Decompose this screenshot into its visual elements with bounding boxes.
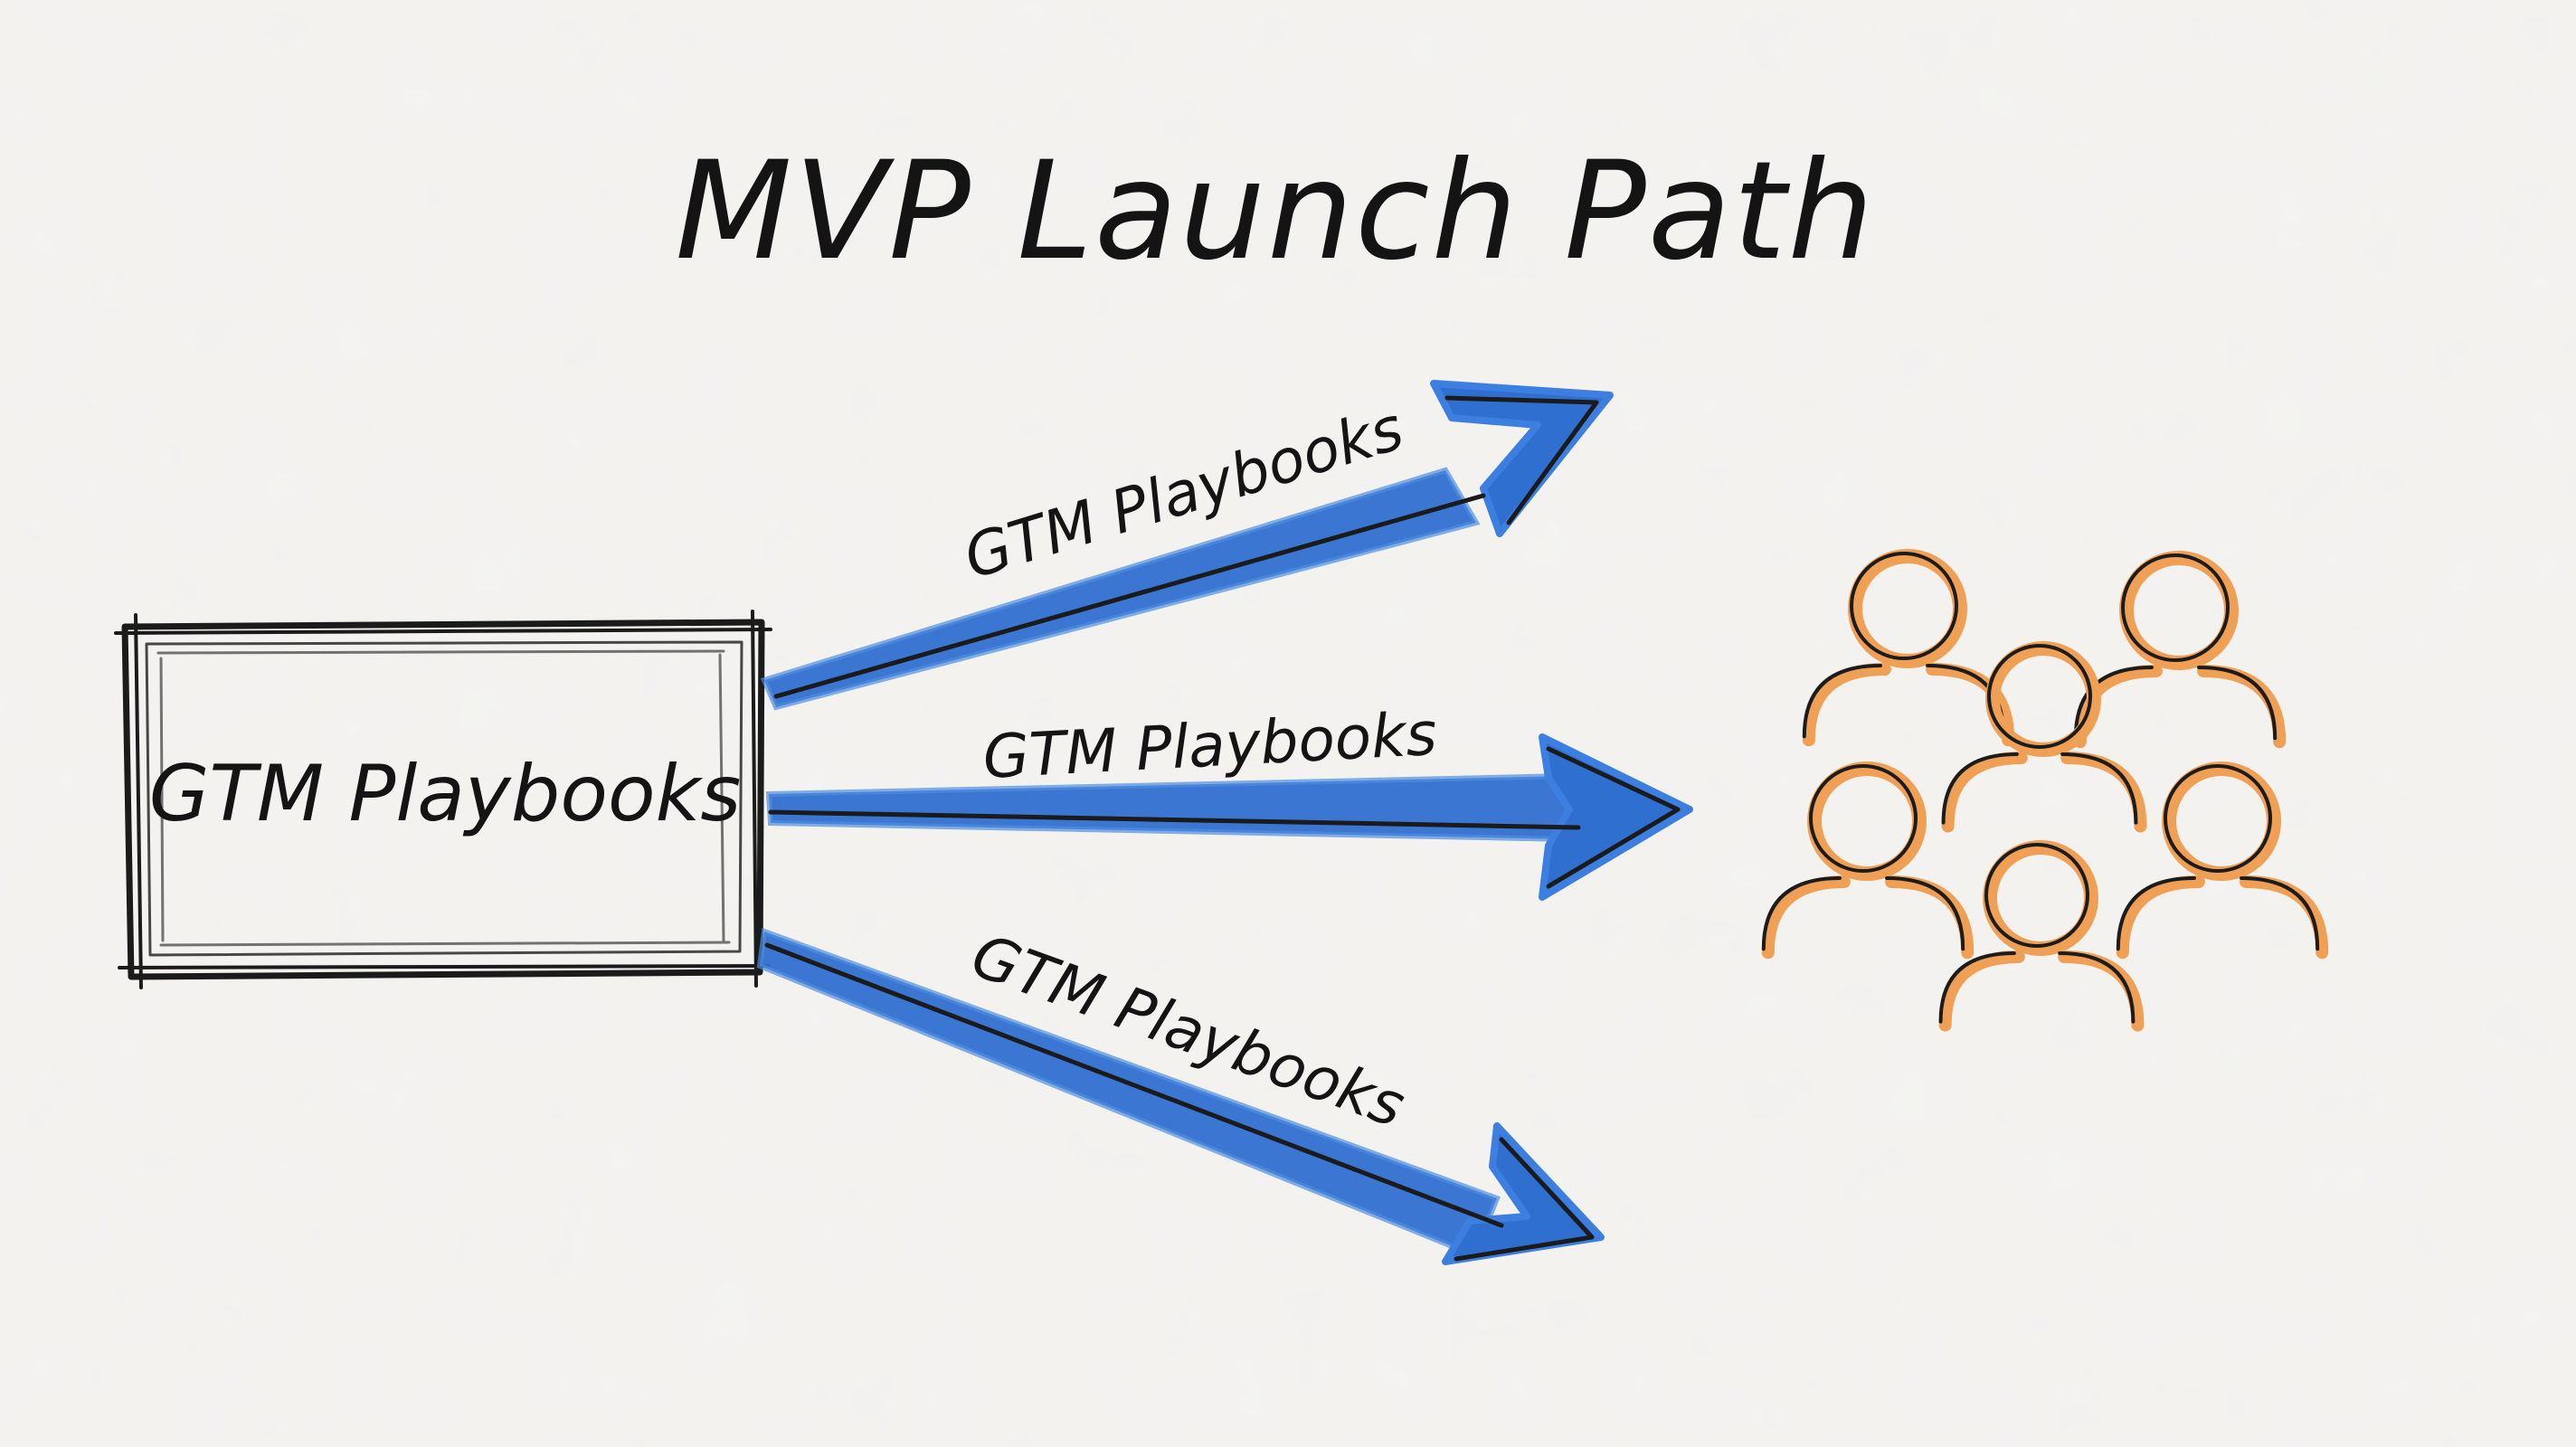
person-head-outline	[2121, 553, 2230, 662]
person-head	[2119, 551, 2239, 670]
person-icon	[1941, 641, 2147, 833]
person-shoulders-outline	[2116, 876, 2320, 951]
person-shoulders-outline	[1941, 752, 2138, 825]
person-icon	[1938, 840, 2145, 1032]
person-head-outline	[1984, 843, 2089, 948]
person-icon	[2116, 761, 2329, 960]
people-group-icon	[1761, 549, 2329, 1032]
person-head-outline	[2164, 764, 2272, 873]
person-head-outline	[1809, 764, 1918, 873]
person-shoulders-outline	[1938, 951, 2136, 1024]
person-shoulders-outline	[1761, 876, 1965, 951]
person-head	[1848, 549, 1967, 668]
person-head	[1985, 641, 2101, 757]
diagram-title: MVP Launch Path	[675, 133, 1875, 290]
arrow-up	[760, 380, 1614, 711]
source-box-label: GTM Playbooks	[149, 749, 742, 839]
arrow-down	[756, 927, 1605, 1265]
person-head-outline	[1850, 552, 1958, 660]
person-head	[1807, 761, 1927, 881]
person-head	[1983, 840, 2098, 956]
source-box	[114, 610, 772, 989]
arrow-straight	[765, 733, 1693, 901]
person-head-outline	[1987, 644, 2092, 749]
person-head	[2162, 761, 2281, 881]
person-icon	[1761, 761, 1975, 960]
